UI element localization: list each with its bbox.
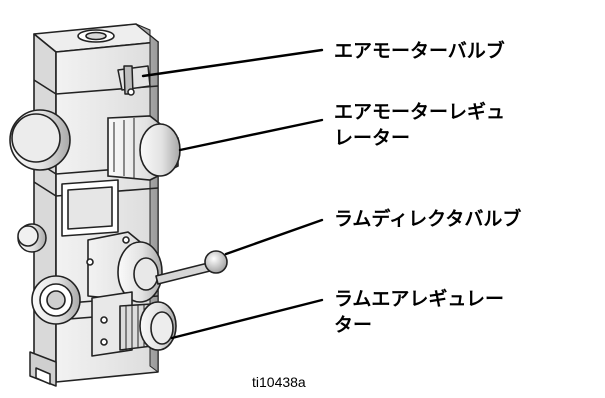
leader-line-ram-air-regulator	[170, 298, 324, 340]
callout-text: エアモーターレギュ	[334, 101, 506, 123]
ram-air-regulator	[91, 291, 177, 357]
callout-air-motor-valve: エアモーターバルブ	[334, 38, 505, 64]
callout-text: ラムエアレギュレー	[334, 288, 505, 310]
base-bracket	[29, 351, 57, 387]
ram-director-valve	[86, 231, 228, 303]
leader-line-air-motor-regulator	[178, 118, 324, 152]
callout-text: ラムディレクタバルブ	[334, 208, 522, 230]
leader-lines	[141, 48, 324, 340]
callout-text: エアモーターバルブ	[334, 40, 505, 62]
figure-id: ti10438a	[252, 374, 306, 390]
left-lower-port	[31, 275, 81, 325]
left-small-knob	[17, 223, 47, 253]
callout-text: ター	[334, 314, 373, 336]
air-motor-regulator	[107, 115, 181, 181]
callout-ram-director-valve: ラムディレクタバルブ	[334, 206, 521, 232]
callout-text: レーター	[334, 127, 411, 149]
callout-ram-air-regulator: ラムエアレギュレー ター	[334, 286, 504, 338]
callout-air-motor-regulator: エアモーターレギュ レーター	[334, 99, 505, 151]
left-upper-knob	[9, 109, 71, 171]
leader-line-air-motor-valve	[141, 48, 324, 78]
air-motor-valve	[117, 65, 151, 96]
leader-line-ram-director-valve	[224, 218, 324, 256]
